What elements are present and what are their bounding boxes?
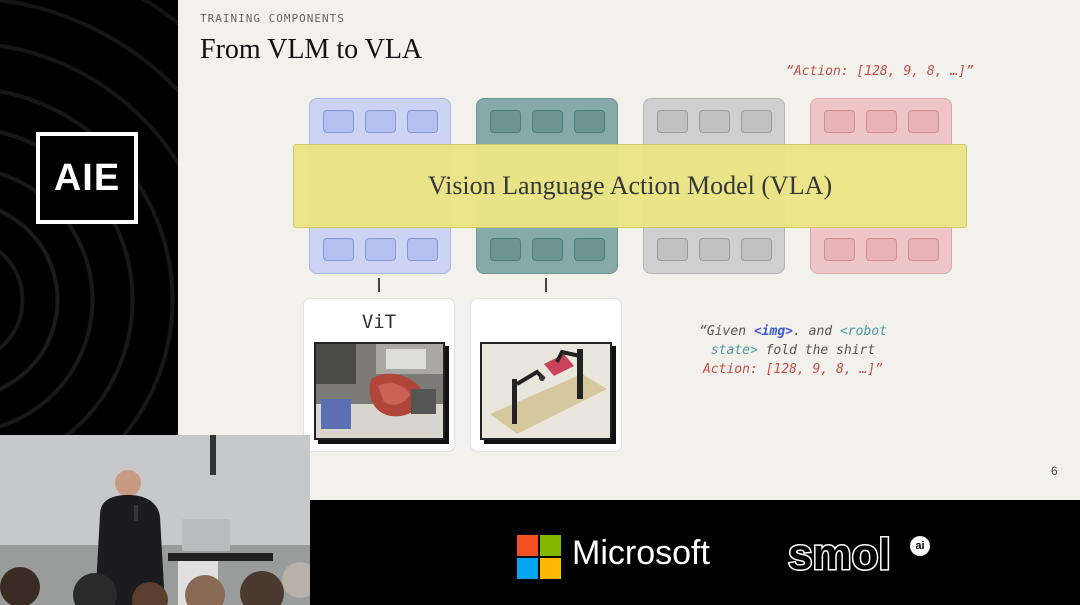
token: [407, 238, 438, 261]
token: [574, 238, 605, 261]
token: [699, 110, 730, 133]
sponsor-strip: Microsoft smol ai: [310, 500, 1080, 605]
token: [490, 110, 521, 133]
slide-page-number: 6: [1051, 464, 1058, 478]
vla-model-label: Vision Language Action Model (VLA): [427, 171, 833, 200]
token: [824, 238, 855, 261]
token: [699, 238, 730, 261]
robot-state-card: [471, 299, 621, 451]
token: [657, 110, 688, 133]
aie-logo-text: AIE: [53, 156, 121, 199]
token: [532, 110, 563, 133]
token: [574, 110, 605, 133]
microsoft-windows-icon: [517, 535, 561, 579]
slide-title: From VLM to VLA: [200, 34, 423, 65]
connector-line: [378, 278, 380, 292]
token: [657, 238, 688, 261]
prompt-robot-tag: <robot state>: [710, 324, 887, 358]
robot-arm-image: [480, 342, 612, 440]
microsoft-logo-text: Microsoft: [572, 534, 710, 572]
presentation-slide: TRAINING COMPONENTS From VLM to VLA “Act…: [178, 0, 1080, 500]
vit-label: ViT: [361, 311, 397, 333]
prompt-text: “Given: [699, 324, 754, 339]
camera-scene: [316, 344, 443, 438]
token: [824, 110, 855, 133]
speaker-video: [0, 435, 310, 605]
token: [490, 238, 521, 261]
token: [866, 110, 897, 133]
token: [323, 110, 354, 133]
vla-model-bar: Vision Language Action Model (VLA): [293, 144, 967, 228]
robot-scene: [482, 344, 610, 438]
instruction-prompt: “Given <img>. and <robot state> fold the…: [678, 322, 908, 379]
token: [741, 238, 772, 261]
prompt-action: Action: [128, 9, 8, …]”: [702, 362, 883, 377]
conference-background: AIE: [0, 0, 178, 435]
aie-logo: AIE: [36, 132, 138, 224]
vit-input-card: ViT: [304, 299, 454, 451]
robot-camera-image: [314, 342, 445, 440]
connector-line: [545, 278, 547, 292]
smol-logo-text: smol: [787, 529, 893, 581]
token: [365, 110, 396, 133]
token: [532, 238, 563, 261]
prompt-text: fold the shirt: [757, 343, 876, 358]
prompt-img-tag: <img>: [753, 324, 793, 339]
token: [323, 238, 354, 261]
token: [365, 238, 396, 261]
speaker-scene: [0, 435, 310, 605]
token: [407, 110, 438, 133]
prompt-text: . and: [793, 324, 840, 339]
slide-eyebrow: TRAINING COMPONENTS: [200, 12, 345, 25]
token: [741, 110, 772, 133]
action-output-label: “Action: [128, 9, 8, …]”: [786, 64, 974, 79]
token: [908, 110, 939, 133]
smol-ai-badge: ai: [910, 536, 930, 556]
token: [866, 238, 897, 261]
token: [908, 238, 939, 261]
